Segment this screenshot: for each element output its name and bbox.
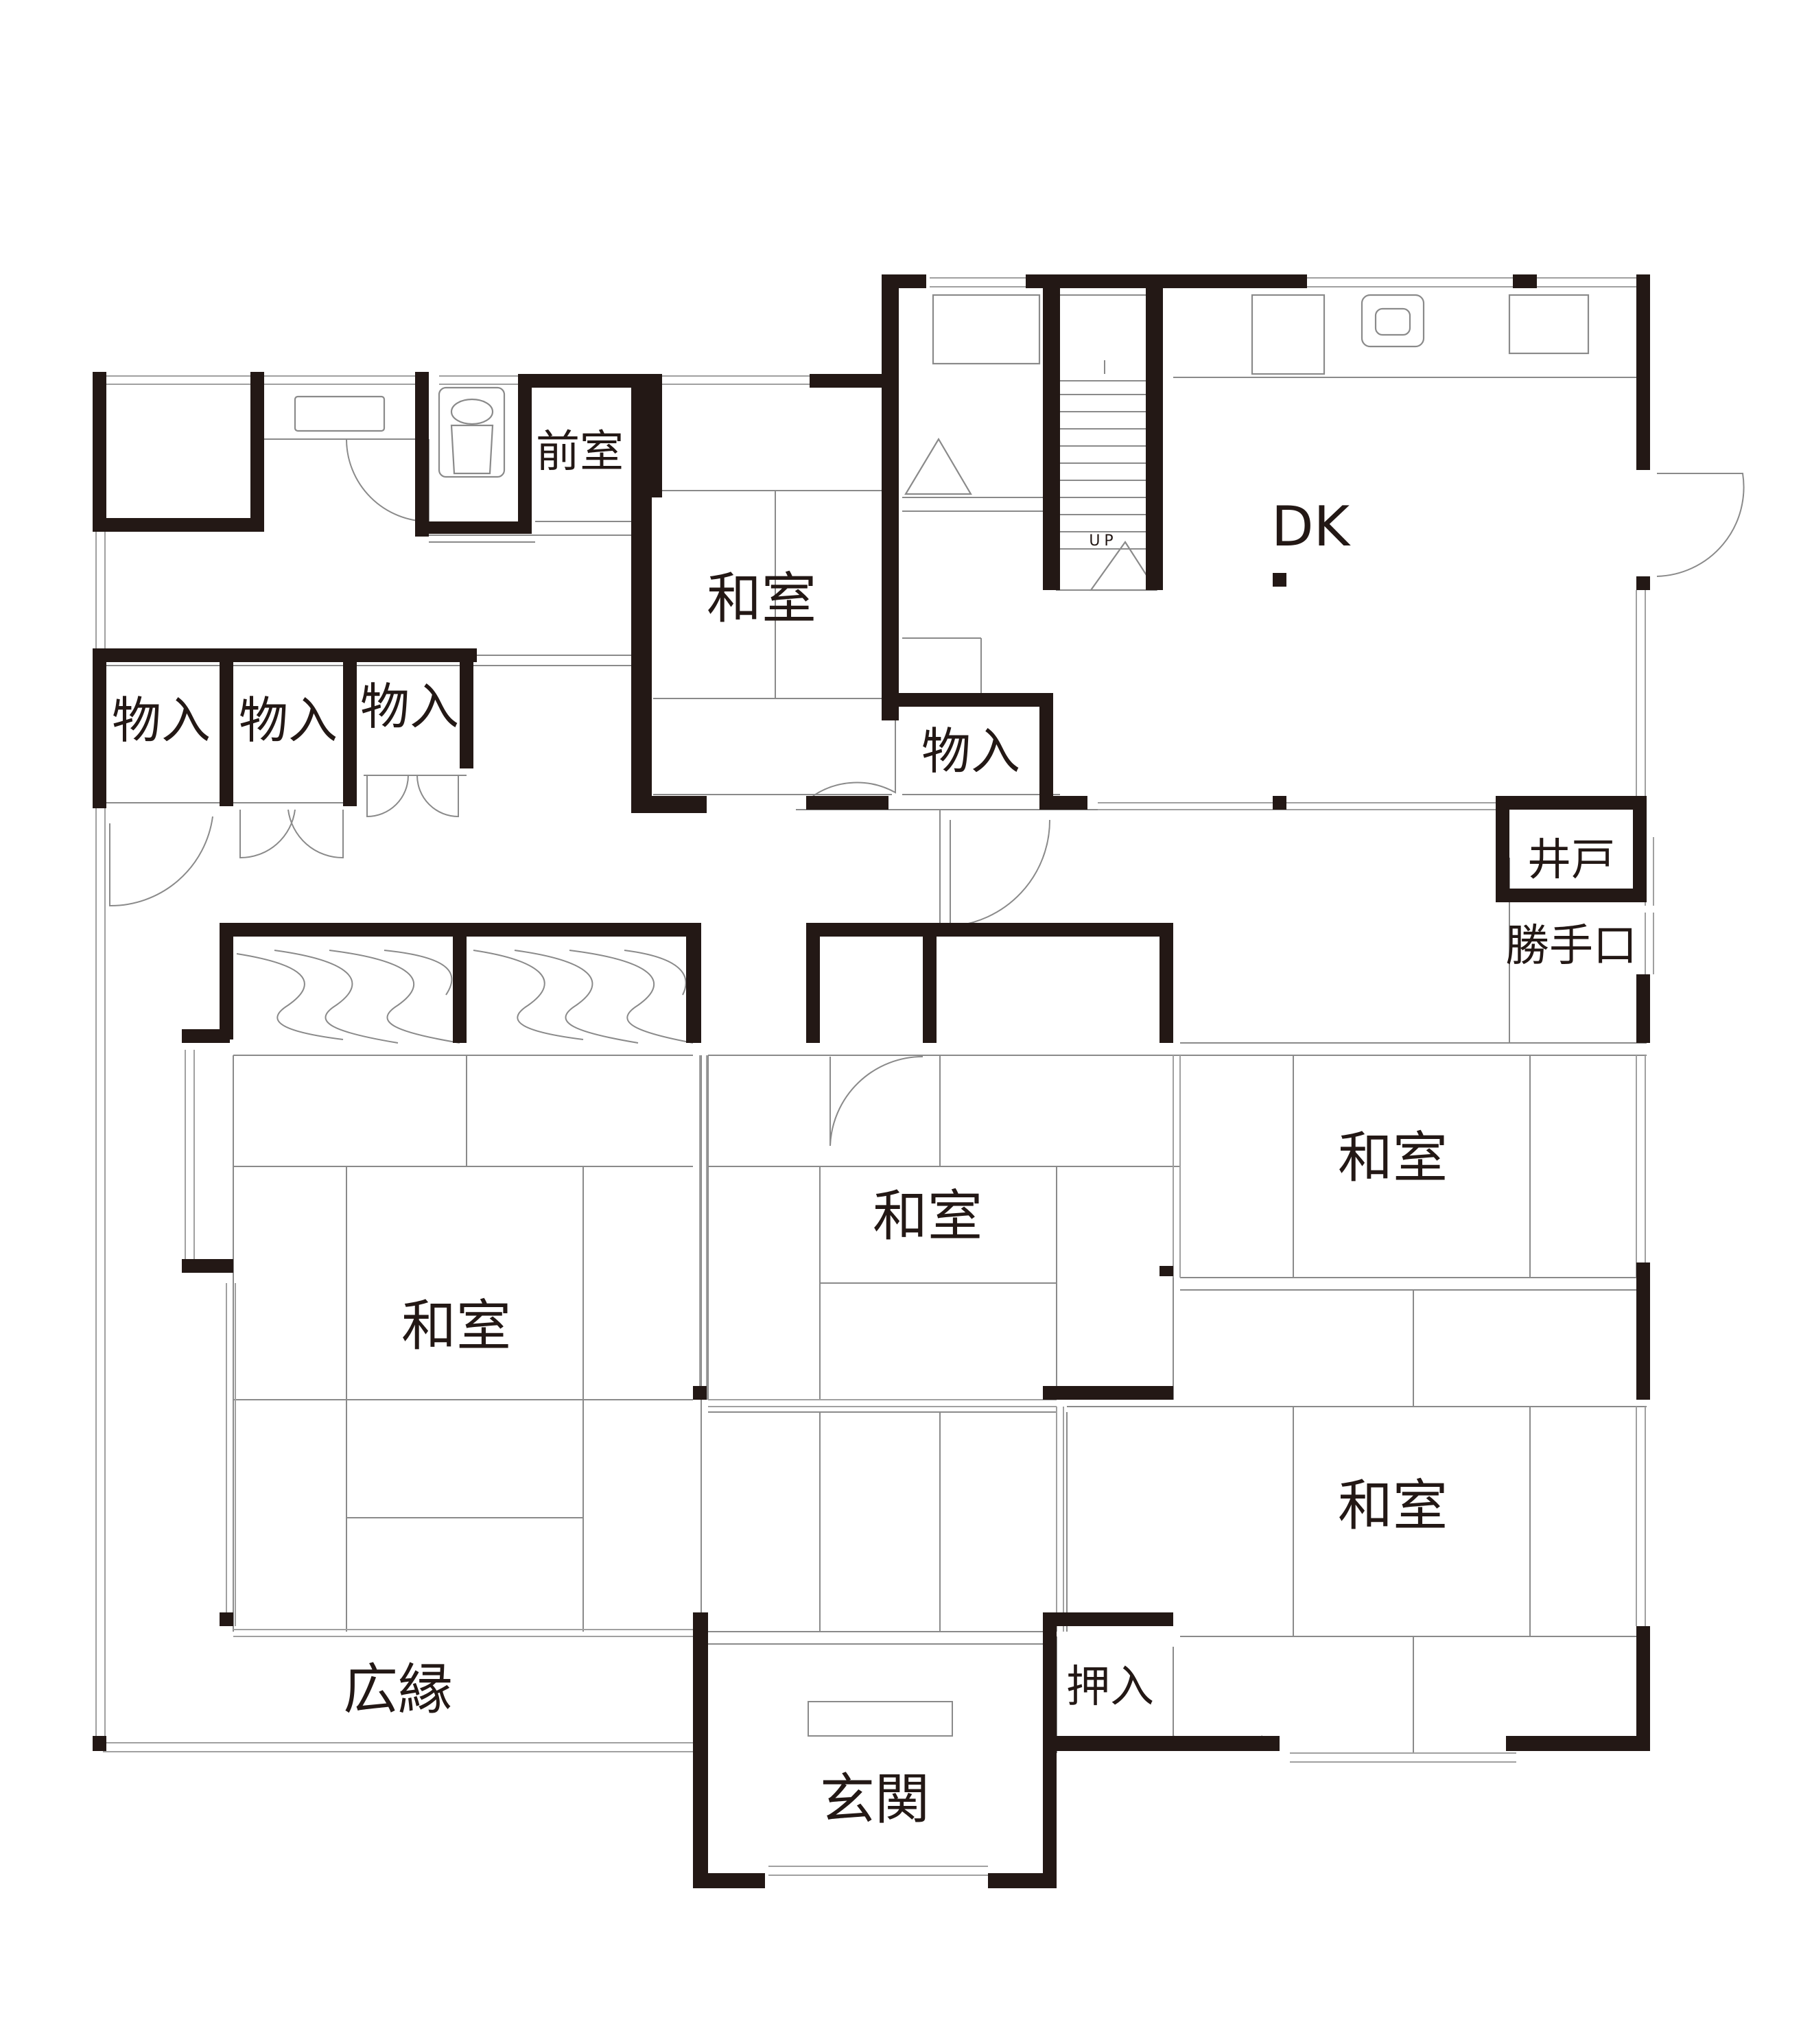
fixtures [294, 294, 1590, 591]
room-label-genkan: 玄関 [820, 1767, 930, 1831]
room-label-washitsu-mid: 和室 [873, 1184, 982, 1248]
washing-machine-icon [932, 294, 1041, 365]
room-label-washitsu-right-upper: 和室 [1338, 1126, 1448, 1190]
dk-marker [1273, 573, 1286, 587]
walls [93, 274, 1650, 1888]
tatami-lines [106, 377, 1647, 1753]
room-label-washitsu-right-lower: 和室 [1338, 1474, 1448, 1538]
room-label-ido: 井戸 [1527, 835, 1615, 886]
stair-up-label: UP [1089, 532, 1117, 550]
door-swings [109, 438, 1745, 1749]
room-label-washitsu-big: 和室 [401, 1294, 511, 1358]
room-label-katteguchi: 勝手口 [1505, 921, 1637, 972]
room-label-dk: DK [1271, 495, 1352, 559]
washbasin-icon [294, 395, 386, 432]
room-label-zenshitsu: 前室 [536, 427, 624, 478]
room-label-monoire-3: 物入 [360, 678, 459, 736]
room-label-monoire-dk: 物入 [921, 723, 1020, 780]
room-label-hiroen: 広縁 [343, 1658, 453, 1722]
windows [95, 277, 1654, 1876]
room-label-washitsu-top: 和室 [707, 567, 816, 631]
room-label-monoire-1: 物入 [112, 692, 211, 749]
closet-hatching [236, 950, 694, 1044]
room-labels: 和室 和室 和室 和室 和室 DK 前室 物入 物入 物入 物入 井戸 勝手口 … [112, 427, 1637, 1831]
fridge-icon [1251, 294, 1326, 375]
room-label-monoire-2: 物入 [239, 692, 338, 749]
stove-icon [1508, 294, 1590, 355]
water-heater-icon [904, 437, 972, 495]
room-label-oshiire: 押入 [1066, 1662, 1154, 1713]
